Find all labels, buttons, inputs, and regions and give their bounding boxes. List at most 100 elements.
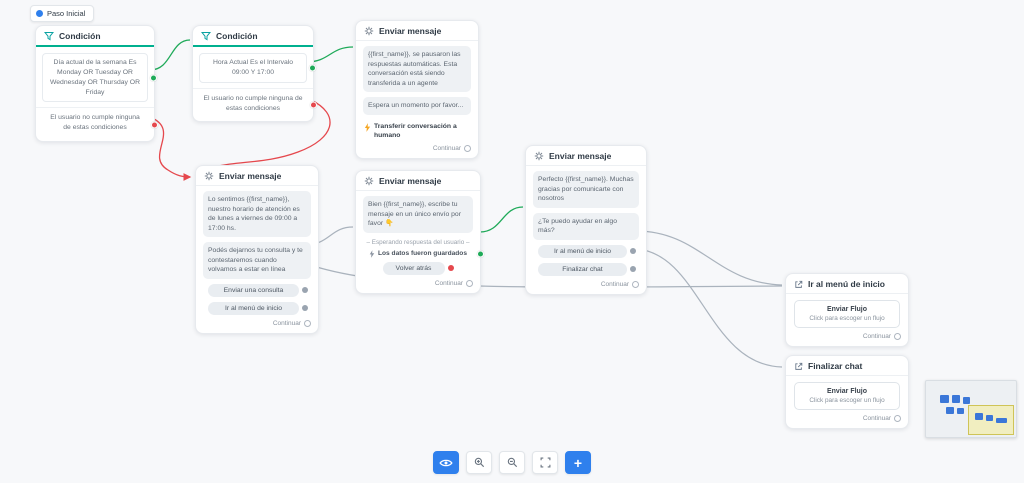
transfer-action[interactable]: Transferir conversación a humano [364, 122, 470, 140]
node-message-ask[interactable]: Enviar mensaje Bien {{first_name}}, escr… [355, 170, 484, 294]
start-step-badge[interactable]: Paso Inicial [30, 5, 95, 22]
continue-port[interactable] [632, 280, 639, 288]
button-output-port[interactable] [630, 266, 636, 273]
node-message-offline[interactable]: Enviar mensaje Lo sentimos {{first_name}… [195, 165, 319, 334]
gear-icon [534, 151, 544, 161]
button-output-port[interactable] [302, 305, 308, 312]
minimap-node [963, 397, 970, 404]
node-title: Enviar mensaje [219, 171, 282, 181]
node-condition-weekday[interactable]: Condición Día actual de la semana Es Mon… [35, 25, 158, 143]
output-port-success[interactable] [150, 74, 157, 82]
edge-ask-to-thanks [479, 206, 524, 233]
edge-cond1-to-cond2 [149, 39, 191, 71]
node-title: Enviar mensaje [379, 26, 442, 36]
continue-label: Continuar [862, 415, 891, 422]
message-bubble[interactable]: {{first_name}}, se pausaron las respuest… [363, 46, 471, 93]
edge-thanks-btn2-to-flowend [635, 248, 783, 368]
node-title: Condición [59, 31, 101, 41]
quick-reply-ir-menu[interactable]: Ir al menú de inicio [208, 301, 299, 315]
quick-reply-enviar-consulta[interactable]: Enviar una consulta [208, 283, 299, 297]
output-port-success[interactable] [309, 64, 316, 72]
zoom-out-icon [507, 457, 517, 468]
node-flow-finalizar-chat[interactable]: Finalizar chat Enviar Flujo Click para e… [785, 355, 909, 429]
minimap[interactable] [925, 380, 1017, 438]
message-bubble[interactable]: Bien {{first_name}}, escribe tu mensaje … [363, 196, 473, 233]
node-title: Enviar mensaje [549, 151, 612, 161]
eye-icon [439, 459, 453, 466]
node-title: Condición [216, 31, 258, 41]
quick-reply-finalizar-chat[interactable]: Finalizar chat [538, 262, 627, 276]
message-bubble[interactable]: Lo sentimos {{first_name}}, nuestro hora… [203, 191, 311, 238]
continue-port[interactable] [304, 319, 311, 327]
continue-port[interactable] [894, 333, 901, 340]
node-footer: Continuar [196, 315, 318, 333]
condition-fallback[interactable]: El usuario no cumple ninguna de estas co… [193, 87, 317, 122]
button-output-port[interactable] [447, 265, 454, 272]
minimap-node [986, 415, 993, 421]
quick-reply-volver-atras[interactable]: Volver atrás [382, 261, 445, 275]
continue-port[interactable] [466, 279, 473, 287]
message-bubble[interactable]: Podés dejarnos tu consulta y te contesta… [203, 242, 311, 279]
node-title: Finalizar chat [808, 361, 863, 371]
minimap-node [975, 413, 983, 420]
condition-fallback[interactable]: El usuario no cumple ninguna de estas co… [36, 107, 158, 141]
add-step-button[interactable]: + [565, 451, 591, 474]
node-condition-hours[interactable]: Condición Hora Actual Es el Intervalo 09… [192, 25, 317, 123]
continue-label: Continuar [862, 333, 891, 340]
fit-view-icon [540, 457, 550, 468]
condition-rule[interactable]: Hora Actual Es el Intervalo 09:00 Y 17:0… [199, 53, 316, 83]
zoom-in-icon [474, 457, 484, 468]
minimap-node [940, 395, 949, 403]
gear-icon [364, 176, 374, 186]
continue-port[interactable] [464, 144, 471, 152]
zoom-out-button[interactable] [499, 451, 525, 474]
flow-picker[interactable]: Enviar Flujo Click para escoger un flujo [794, 300, 900, 328]
node-footer: Continuar [786, 410, 908, 428]
node-flow-menu-inicio[interactable]: Ir al menú de inicio Enviar Flujo Click … [785, 273, 909, 347]
message-bubble[interactable]: Espera un momento por favor... [363, 97, 471, 115]
condition-rule[interactable]: Día actual de la semana Es Monday OR Tue… [42, 53, 157, 103]
edge-thanks-btn1-to-flowmenu [635, 230, 783, 286]
flow-picker[interactable]: Enviar Flujo Click para escoger un flujo [794, 382, 900, 410]
flow-picker-title: Enviar Flujo [826, 306, 868, 313]
output-port-fail[interactable] [310, 101, 317, 109]
node-message-transfer[interactable]: Enviar mensaje {{first_name}}, se pausar… [355, 20, 479, 159]
node-title: Ir al menú de inicio [808, 279, 885, 289]
saved-output-port[interactable] [477, 250, 484, 258]
minimap-viewport[interactable] [968, 405, 1014, 435]
button-output-port[interactable] [302, 287, 308, 294]
plus-icon: + [573, 454, 583, 471]
continue-label: Continuar [434, 279, 463, 287]
lightning-icon [369, 249, 375, 258]
zoom-in-button[interactable] [466, 451, 492, 474]
continue-label: Continuar [272, 319, 301, 327]
continue-port[interactable] [894, 415, 901, 422]
message-bubble[interactable]: ¿Te puedo ayudar en algo más? [533, 212, 639, 240]
gear-icon [364, 26, 374, 36]
node-header: Enviar mensaje [356, 171, 480, 191]
gear-icon [204, 171, 214, 181]
flow-picker-hint: Click para escoger un flujo [809, 397, 885, 404]
node-message-thanks[interactable]: Enviar mensaje Perfecto {{first_name}}. … [525, 145, 647, 295]
message-bubble[interactable]: Perfecto {{first_name}}. Muchas gracias … [533, 171, 639, 208]
condition-fallback-text: El usuario no cumple ninguna de estas co… [203, 94, 303, 112]
canvas-toolbar: + [433, 451, 591, 474]
fit-view-button[interactable] [532, 451, 558, 474]
node-header: Condición [193, 26, 313, 47]
data-saved-label: Los datos fueron guardados [377, 250, 468, 258]
start-step-icon [36, 10, 43, 17]
lightning-icon [364, 122, 371, 132]
output-port-fail[interactable] [151, 121, 158, 129]
node-footer: Continuar [356, 140, 478, 158]
minimap-node [996, 418, 1007, 423]
filter-icon [44, 32, 54, 41]
flow-picker-hint: Click para escoger un flujo [809, 315, 885, 322]
button-output-port[interactable] [630, 248, 636, 255]
condition-rule-text: Hora Actual Es el Intervalo 09:00 Y 17:0… [212, 59, 294, 76]
node-footer: Continuar [356, 275, 480, 293]
node-header: Enviar mensaje [526, 146, 646, 166]
node-header: Enviar mensaje [196, 166, 318, 186]
preview-button[interactable] [433, 451, 459, 474]
quick-reply-ir-menu[interactable]: Ir al menú de inicio [538, 244, 627, 258]
